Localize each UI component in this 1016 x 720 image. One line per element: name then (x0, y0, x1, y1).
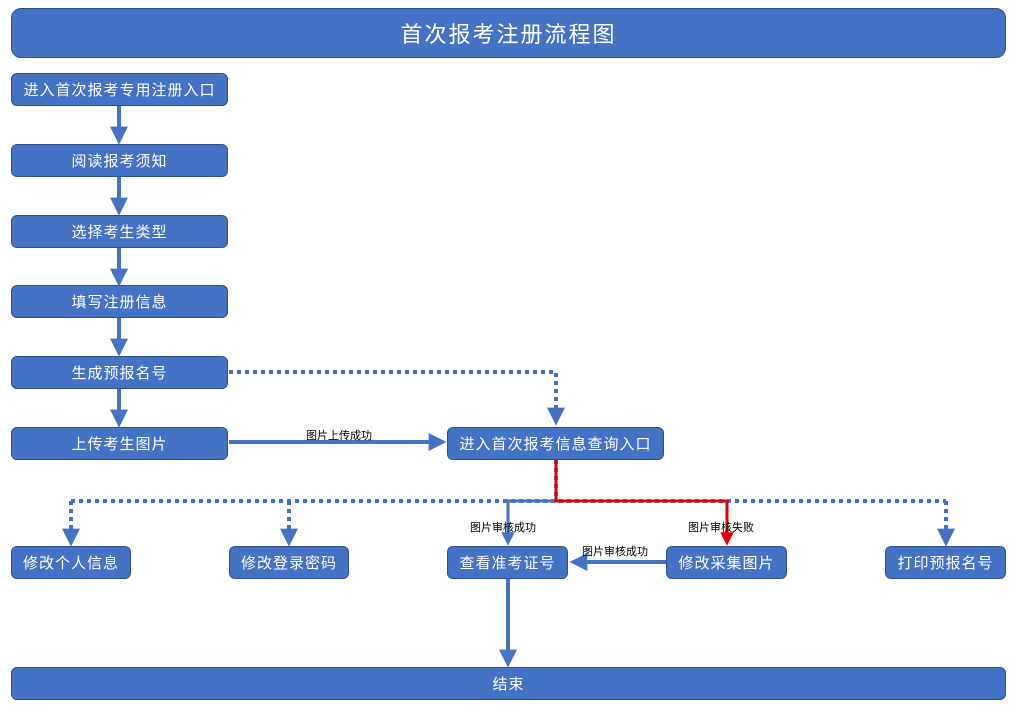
step-upload-photo: 上传考生图片 (11, 427, 228, 460)
step-choose-type: 选择考生类型 (11, 215, 228, 248)
label-review-fail: 图片审核失败 (688, 521, 754, 534)
label-review-success: 图片审核成功 (470, 521, 536, 534)
label-review-success-2: 图片审核成功 (582, 545, 648, 558)
step-gen-number: 生成预报名号 (11, 356, 228, 389)
step-query-entry: 进入首次报考信息查询入口 (447, 427, 664, 460)
step-print-number: 打印预报名号 (885, 546, 1006, 579)
step-edit-personal: 修改个人信息 (11, 546, 131, 579)
step-entry: 进入首次报考专用注册入口 (11, 73, 228, 106)
step-end: 结束 (11, 667, 1006, 700)
arrow-to-view-admission (501, 499, 556, 546)
dotted-gen-to-query (229, 370, 565, 426)
page-title: 首次报考注册流程图 (11, 8, 1006, 58)
arrow-fail-to-edit-photo (554, 460, 734, 546)
step-edit-photo: 修改采集图片 (666, 546, 787, 579)
step-view-admission: 查看准考证号 (447, 546, 568, 579)
step-read-notice: 阅读报考须知 (11, 144, 228, 177)
step-fill-info: 填写注册信息 (11, 285, 228, 318)
step-edit-password: 修改登录密码 (229, 546, 349, 579)
label-upload-success: 图片上传成功 (306, 429, 372, 442)
